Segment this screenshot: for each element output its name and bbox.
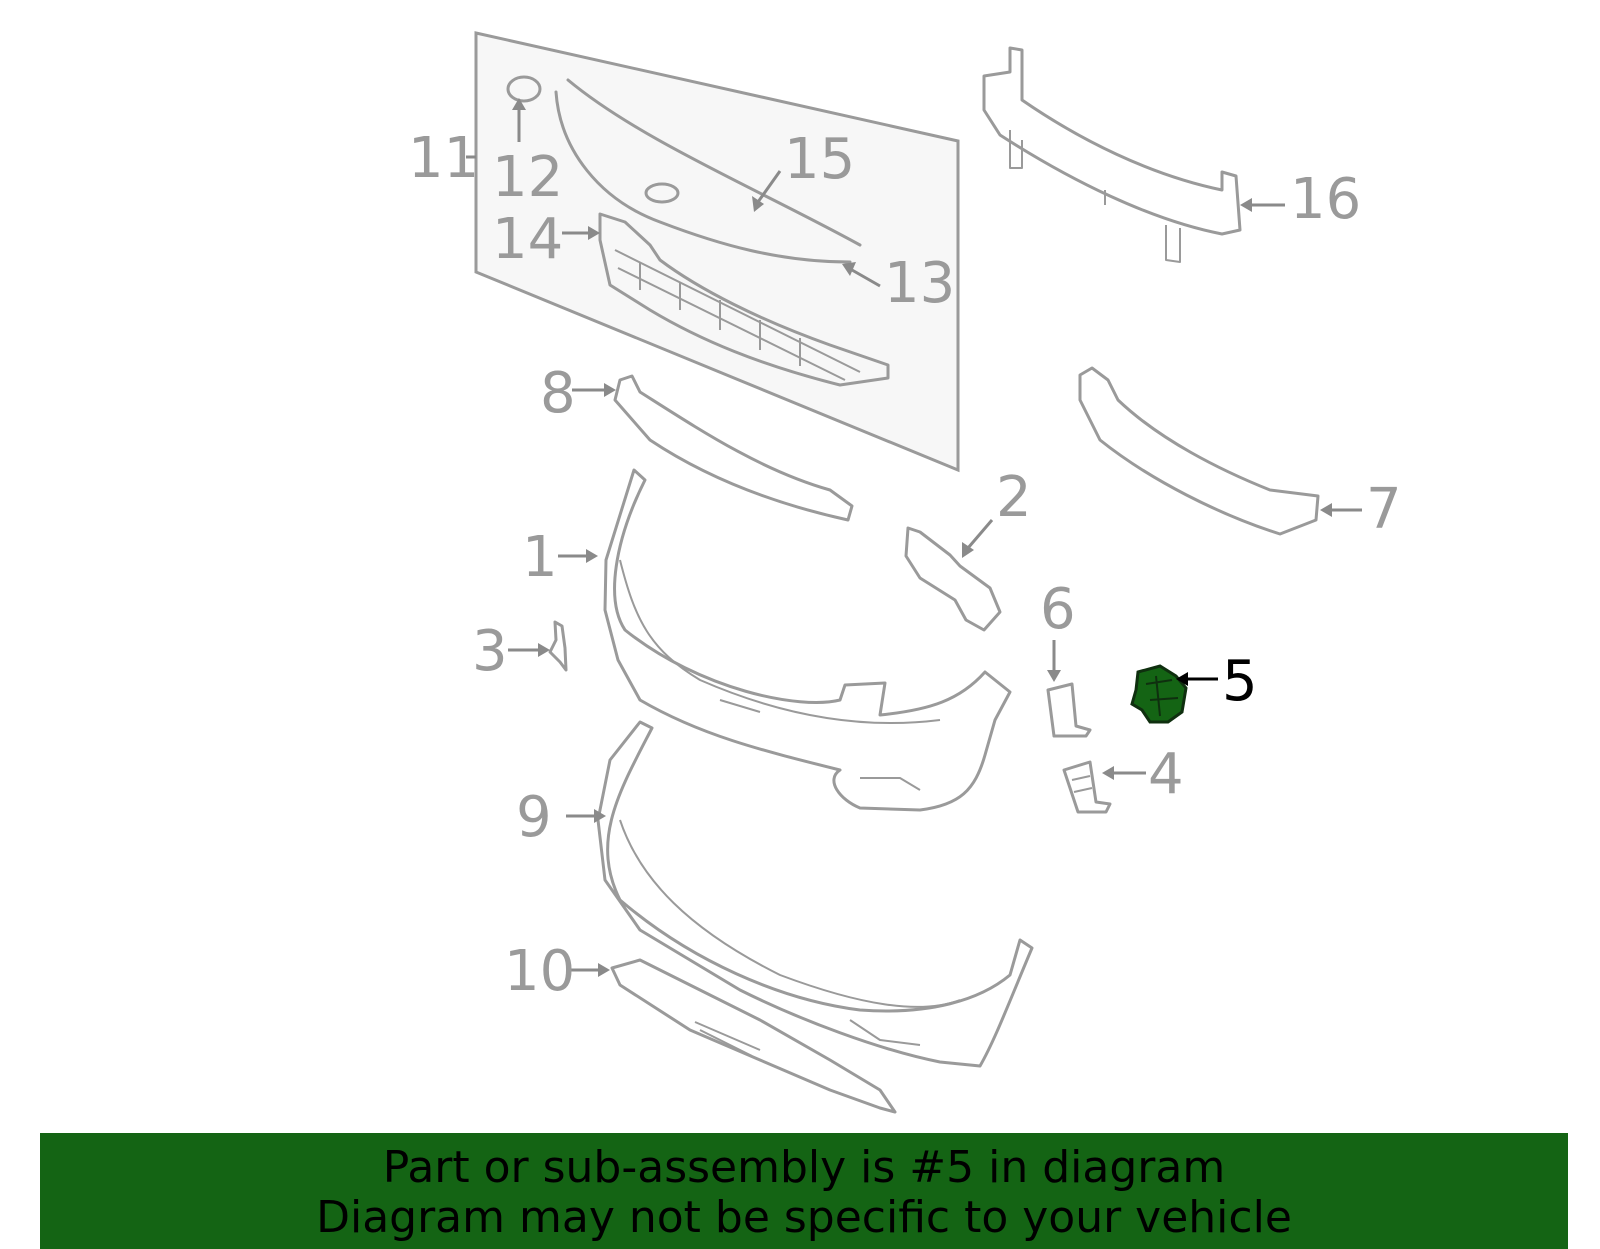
part-4-reflector-grid bbox=[1071, 775, 1093, 793]
part-1-bumper-cover bbox=[603, 468, 1012, 812]
part-10-skid-trim bbox=[610, 958, 897, 1114]
part-14-grille-detail bbox=[614, 249, 861, 381]
banner-line-2: Diagram may not be specific to your vehi… bbox=[316, 1192, 1292, 1243]
callout-3: 3 bbox=[472, 619, 508, 684]
callout-10: 10 bbox=[504, 939, 575, 1004]
part-14-grille bbox=[598, 212, 890, 387]
part-9-lower-fascia bbox=[596, 720, 1034, 1068]
callout-7: 7 bbox=[1366, 477, 1402, 542]
part-13-grille-trim bbox=[554, 90, 852, 264]
callout-11: 11 bbox=[408, 126, 479, 191]
callout-13: 13 bbox=[884, 251, 955, 316]
callout-16: 16 bbox=[1290, 167, 1361, 232]
part-15-moulding bbox=[566, 78, 862, 247]
part-1-inner-edge bbox=[619, 559, 941, 791]
info-banner: Part or sub-assembly is #5 in diagram Di… bbox=[40, 1133, 1568, 1249]
callout-15: 15 bbox=[784, 127, 855, 192]
callout-5: 5 bbox=[1222, 649, 1258, 714]
leader-lines bbox=[466, 98, 1362, 977]
part-4-reflector bbox=[1062, 760, 1112, 814]
callout-9: 9 bbox=[516, 785, 552, 850]
part-10-slot bbox=[694, 1021, 761, 1057]
banner-line-1: Part or sub-assembly is #5 in diagram bbox=[382, 1142, 1226, 1193]
part-16-bracket bbox=[1009, 130, 1181, 263]
part-5-highlighted bbox=[1130, 664, 1188, 724]
part-9-inner-edge bbox=[619, 819, 961, 1046]
part-2-side-bracket bbox=[904, 526, 1002, 632]
callout-14: 14 bbox=[492, 207, 563, 272]
callout-12: 12 bbox=[492, 145, 563, 210]
callout-1: 1 bbox=[522, 525, 558, 590]
part-6-reflector bbox=[1046, 682, 1092, 738]
callout-6: 6 bbox=[1040, 577, 1076, 642]
part-16-bumper-reinforcement bbox=[982, 46, 1242, 236]
callout-2: 2 bbox=[996, 465, 1032, 530]
part-7-energy-absorber bbox=[1078, 366, 1320, 536]
part-8-upper-bracket bbox=[613, 374, 854, 522]
part-3-clip bbox=[548, 620, 568, 672]
part-12-emblem bbox=[506, 75, 542, 103]
grille-emblem bbox=[644, 182, 680, 204]
callout-4: 4 bbox=[1148, 742, 1184, 807]
callout-8: 8 bbox=[540, 361, 576, 426]
